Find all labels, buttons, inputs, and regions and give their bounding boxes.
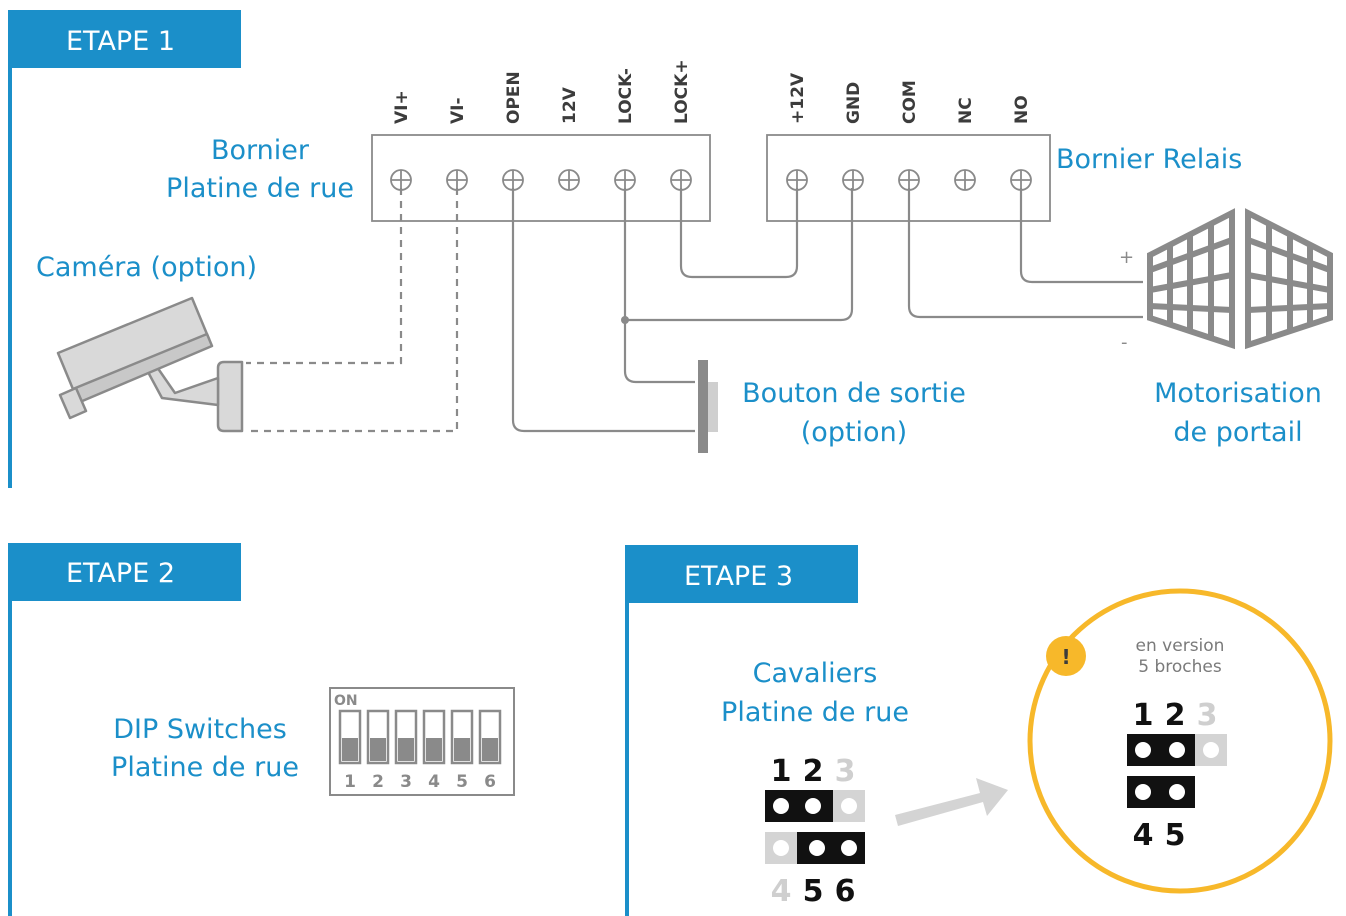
jumper-pin <box>1169 742 1185 758</box>
relais-terminal-label: NC <box>956 97 976 124</box>
jumper-pin-number: 6 <box>835 874 856 909</box>
rue-screw-icon <box>614 169 636 191</box>
bouton-label-line1: Bouton de sortie <box>742 378 966 409</box>
jumper-pin-number: 4 <box>1133 818 1154 853</box>
bornier-rue-title-line1: Bornier <box>211 135 310 166</box>
bornier-platine-rue: VI+ VI- OPEN 12V LOCK- LOCK+ <box>371 59 711 222</box>
jumper-pin <box>805 798 821 814</box>
cavaliers-label-line1: Cavaliers <box>753 658 878 689</box>
jumper-pin <box>841 840 857 856</box>
dip-switch-lever <box>426 738 442 761</box>
rue-terminal-label: VI+ <box>392 90 412 124</box>
relais-terminal-label: +12V <box>788 72 808 124</box>
dip-switch-lever <box>398 738 414 761</box>
rue-terminal-label: LOCK+ <box>672 59 692 124</box>
rue-screw-icon <box>390 169 412 191</box>
relais-terminal-label: GND <box>844 82 864 124</box>
rue-terminal-label: LOCK- <box>616 68 636 124</box>
relais-screw-icon <box>842 169 864 191</box>
bornier-relais-title: Bornier Relais <box>1056 144 1242 175</box>
relais-screw-icon <box>786 169 808 191</box>
relais-terminal-label: COM <box>900 80 920 124</box>
step-1-tab: ETAPE 1 <box>8 10 241 488</box>
dip-switch-lever <box>482 738 498 761</box>
jumper-pin-number: 1 <box>1133 698 1154 733</box>
relais-screw-icon <box>1010 169 1032 191</box>
relais-terminal-label: NO <box>1012 95 1032 124</box>
jumper-pin <box>841 798 857 814</box>
warning-icon: ! <box>1061 645 1070 669</box>
dip-label-line2: Platine de rue <box>111 752 299 783</box>
version-line2: 5 broches <box>1138 657 1222 677</box>
step-3-label: ETAPE 3 <box>684 561 793 592</box>
version-line1: en version <box>1136 636 1225 656</box>
bornier-rue-title-line2: Platine de rue <box>166 173 354 204</box>
motor-label-line2: de portail <box>1173 417 1302 448</box>
bornier-relais: +12V GND COM NC NO <box>766 72 1051 222</box>
gate-icon <box>1147 208 1333 350</box>
jumper-pin <box>1135 784 1151 800</box>
jumper-pin <box>773 798 789 814</box>
dip-switch-lever <box>342 738 358 761</box>
camera-label: Caméra (option) <box>36 252 257 283</box>
relais-screw-icon <box>898 169 920 191</box>
rue-terminal-label: OPEN <box>504 71 524 124</box>
rue-terminal-label: VI- <box>448 97 468 124</box>
jumper-pin-number: 5 <box>803 874 824 909</box>
dip-switch-lever <box>370 738 386 761</box>
step-1-label: ETAPE 1 <box>66 26 175 57</box>
jumper-pin <box>1135 742 1151 758</box>
bouton-label-line2: (option) <box>801 417 907 448</box>
jumper-pin <box>1203 742 1219 758</box>
step-2-tab: ETAPE 2 <box>8 543 241 916</box>
jumper-pin-number: 2 <box>803 754 824 789</box>
dip-switch-number: 1 <box>344 772 356 792</box>
jumper-pin-number: 2 <box>1165 698 1186 733</box>
dip-switch-number: 2 <box>372 772 384 792</box>
motor-plus: + <box>1119 247 1134 268</box>
jumper-pin <box>773 840 789 856</box>
exit-button-icon <box>698 360 718 453</box>
jumper-pin <box>1169 784 1185 800</box>
dip-switch-number: 6 <box>484 772 496 792</box>
dip-switch-number: 3 <box>400 772 412 792</box>
dip-label-line1: DIP Switches <box>113 714 287 745</box>
wires <box>246 188 1143 433</box>
rue-screw-icon <box>670 169 692 191</box>
jumper-pin-number: 4 <box>771 874 792 909</box>
jumper-pin-number: 5 <box>1165 818 1186 853</box>
jumper-pin-number: 3 <box>1197 698 1218 733</box>
arrow-icon <box>895 778 1008 826</box>
rue-screw-icon <box>558 169 580 191</box>
cavaliers-label-line2: Platine de rue <box>721 697 909 728</box>
motor-minus: - <box>1121 332 1128 353</box>
rue-screw-icon <box>502 169 524 191</box>
dip-on-label: ON <box>334 693 358 709</box>
dip-switch-number: 4 <box>428 772 440 792</box>
motor-label-line1: Motorisation <box>1154 378 1322 409</box>
dip-switch-number: 5 <box>456 772 468 792</box>
rue-terminal-label: 12V <box>560 86 580 124</box>
rue-screw-icon <box>446 169 468 191</box>
jumper-pin-number: 3 <box>835 754 856 789</box>
jumper-pin-number: 1 <box>771 754 792 789</box>
relais-screw-icon <box>954 169 976 191</box>
step-2-label: ETAPE 2 <box>66 558 175 589</box>
dip-switch-lever <box>454 738 470 761</box>
step-3-tab: ETAPE 3 <box>625 545 858 916</box>
camera-icon <box>56 296 244 433</box>
jumper-pin <box>809 840 825 856</box>
